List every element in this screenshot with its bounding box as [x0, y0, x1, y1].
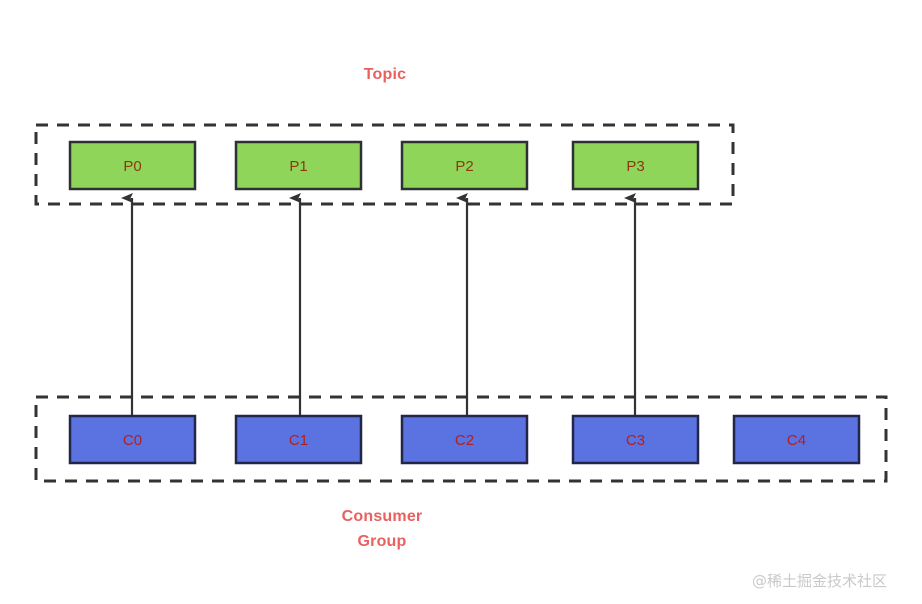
- watermark: @稀土掘金技术社区: [752, 572, 888, 590]
- consumer-label: C1: [289, 432, 308, 449]
- consumer-group-title-line1: Consumer: [341, 508, 423, 525]
- partition-label: P1: [289, 158, 307, 175]
- partition-box[interactable]: [68, 140, 197, 191]
- consumer-label: C4: [787, 432, 806, 449]
- partition-box[interactable]: [571, 140, 700, 191]
- consumer-label: C2: [455, 432, 474, 449]
- consumer-group-title: Consumer Group: [282, 504, 482, 554]
- topic-title: Topic: [363, 66, 407, 83]
- partition-node-p3[interactable]: P3: [571, 140, 700, 191]
- partition-node-p1[interactable]: P1: [234, 140, 363, 191]
- partition-box[interactable]: [400, 140, 529, 191]
- topic-container: [34, 123, 735, 206]
- consumer-box[interactable]: [571, 414, 700, 465]
- consumer-node-c1[interactable]: C1: [234, 414, 363, 465]
- partition-label: P0: [123, 158, 141, 175]
- consumer-group-container: [34, 395, 888, 483]
- partition-label: P2: [455, 158, 473, 175]
- partition-label: P3: [626, 158, 644, 175]
- consumer-box[interactable]: [68, 414, 197, 465]
- consumer-node-c0[interactable]: C0: [68, 414, 197, 465]
- consumer-box[interactable]: [732, 414, 861, 465]
- partition-node-p2[interactable]: P2: [400, 140, 529, 191]
- consumer-box[interactable]: [400, 414, 529, 465]
- assignment-arrows: [121, 193, 637, 416]
- consumer-group-title-line2: Group: [357, 533, 407, 550]
- consumer-node-c4[interactable]: C4: [732, 414, 861, 465]
- consumer-label: C0: [123, 432, 142, 449]
- consumer-label: C3: [626, 432, 645, 449]
- partition-node-p0[interactable]: P0: [68, 140, 197, 191]
- consumer-node-c2[interactable]: C2: [400, 414, 529, 465]
- consumer-box[interactable]: [234, 414, 363, 465]
- consumer-node-c3[interactable]: C3: [571, 414, 700, 465]
- partition-box[interactable]: [234, 140, 363, 191]
